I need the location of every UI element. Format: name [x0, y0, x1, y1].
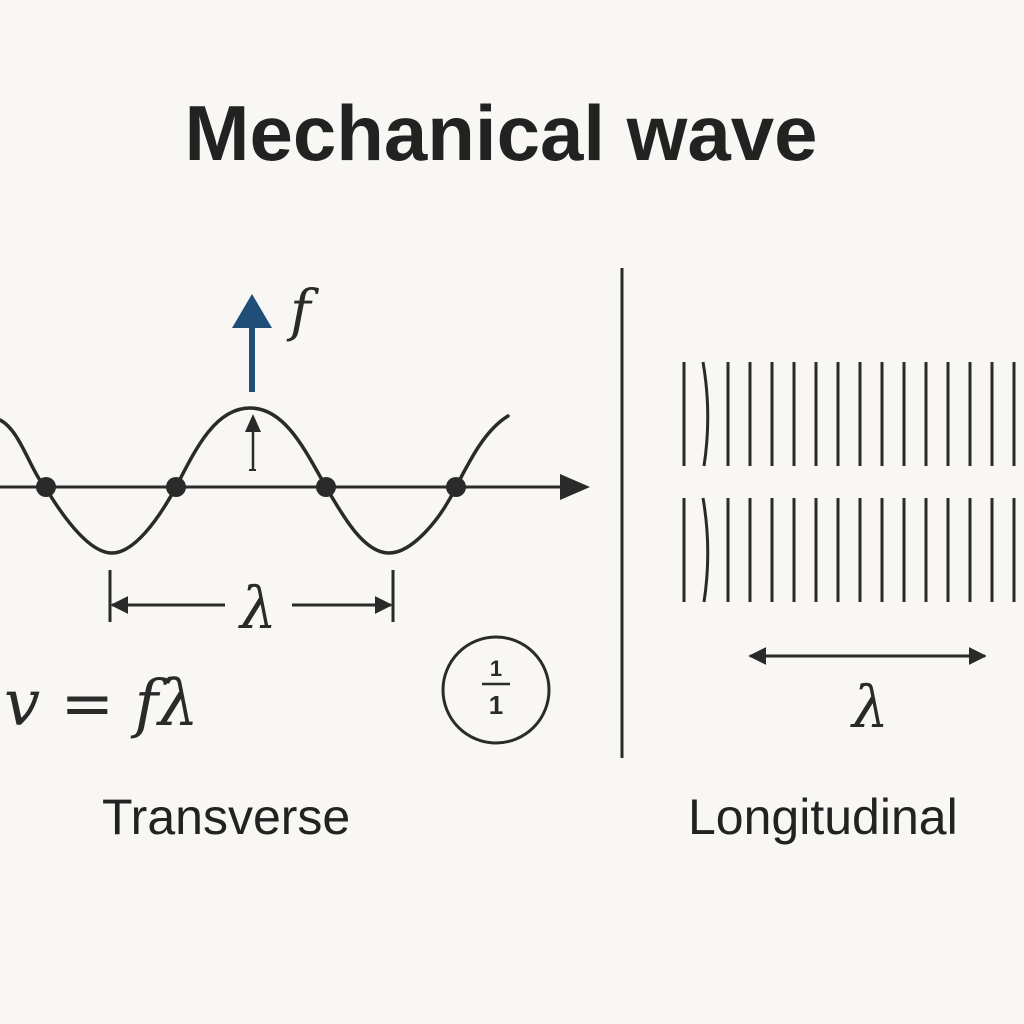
longitudinal-panel: λ	[682, 361, 1016, 741]
wave-node-dot	[316, 477, 336, 497]
wavelength-label: λ	[238, 574, 277, 642]
wave-equation: v = fλ	[4, 667, 199, 741]
compression-line	[701, 361, 710, 467]
wave-node-dot	[446, 477, 466, 497]
transverse-wave-curve	[0, 406, 510, 555]
wave-node-dot	[166, 477, 186, 497]
frequency-label: f	[286, 279, 320, 344]
compression-line	[701, 497, 710, 603]
page-title: Mechanical wave	[184, 89, 818, 177]
axis-arrowhead-icon	[560, 474, 590, 500]
fraction-badge-bottom: 1	[489, 690, 503, 720]
transverse-panel: f λ v = fλ 1 1	[0, 279, 590, 745]
fraction-badge-top: 1	[490, 656, 502, 681]
frequency-arrow-icon	[232, 294, 272, 328]
amplitude-arrow-icon	[245, 414, 261, 432]
longitudinal-wavelength-label: λ	[850, 673, 889, 741]
wave-node-dot	[36, 477, 56, 497]
fraction-badge	[441, 635, 551, 745]
longitudinal-caption: Longitudinal	[688, 789, 958, 845]
transverse-caption: Transverse	[102, 789, 351, 845]
compression-lines	[682, 361, 1016, 603]
